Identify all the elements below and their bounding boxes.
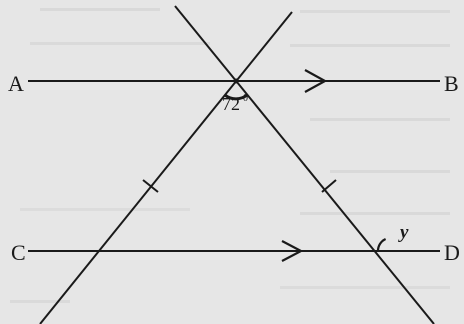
angle-arc-y bbox=[376, 237, 387, 252]
transversal-right bbox=[174, 5, 435, 324]
apex-point bbox=[233, 78, 239, 84]
transversal-left bbox=[39, 11, 293, 324]
bleed-through-texture bbox=[10, 8, 450, 303]
angle-label-72: 72 bbox=[222, 94, 240, 114]
label-b: B bbox=[444, 71, 459, 96]
label-c: C bbox=[11, 240, 26, 265]
label-a: A bbox=[8, 71, 24, 96]
angle-label-y: y bbox=[398, 222, 409, 243]
parallel-arrow-cd bbox=[281, 240, 304, 262]
parallel-arrow-ab bbox=[304, 69, 328, 93]
tick-mark-left-side bbox=[142, 179, 159, 193]
degree-symbol: 0 bbox=[243, 93, 248, 104]
tick-mark-right-side bbox=[321, 179, 337, 193]
label-d: D bbox=[444, 240, 460, 265]
angle-arc-72 bbox=[223, 93, 249, 101]
